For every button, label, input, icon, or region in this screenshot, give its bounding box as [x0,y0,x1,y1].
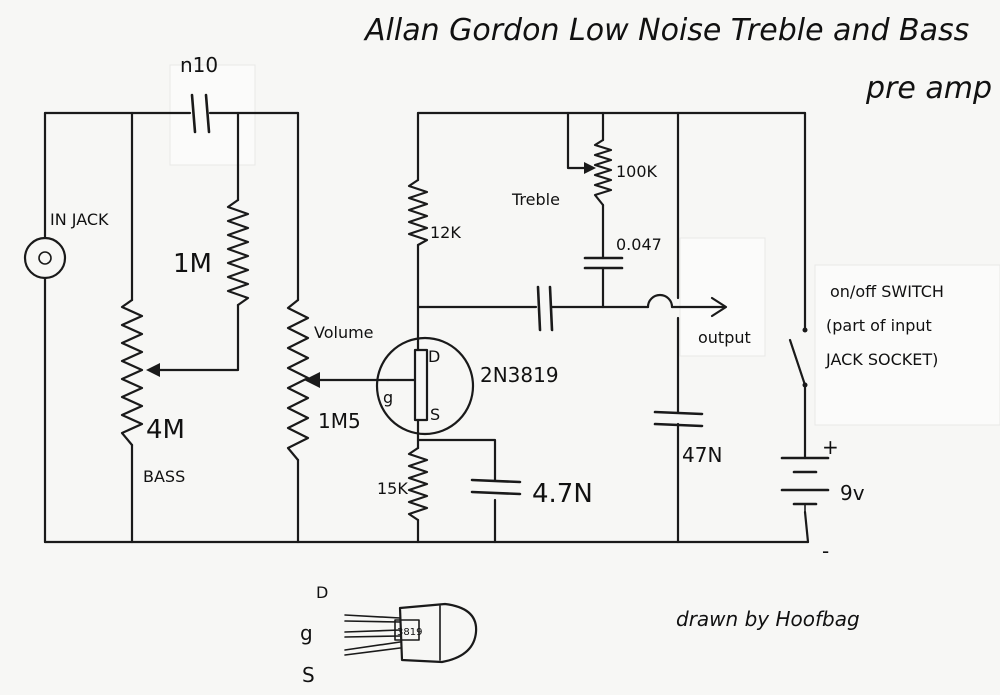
battery-minus-label: - [822,539,829,563]
capacitor-47n-source [470,478,522,496]
pinout-g-label: g [300,621,313,645]
input-jack-symbol [23,236,67,280]
res-15k-label: 15K [377,479,408,498]
treble-wiper-arrow [584,162,596,174]
jfet-2n3819-symbol [375,336,475,436]
pot-1m5-label: 1M5 [318,409,361,433]
resistor-15k [407,446,429,522]
battery-9v-label: 9v [840,481,865,505]
output-label: output [698,328,751,347]
switch-label-line-2: (part of input [826,316,932,335]
battery-plus-label: + [822,435,839,459]
pot-4m-bass [120,298,144,447]
pot-100k-label: 100K [616,162,658,181]
tape-patch [814,264,1000,426]
transistor-label: 2N3819 [480,363,559,387]
pinout-body-label: 3819 [397,627,422,638]
in-jack-label: IN JACK [50,210,109,229]
res-12k-label: 12K [430,223,461,242]
tape-patch [679,237,766,357]
battery-9v-symbol [780,456,830,513]
switch-label-line-1: on/off SWITCH [830,282,944,301]
volume-label: Volume [314,323,374,342]
volume-wiper-arrow [304,372,320,388]
res-1m-label: 1M [173,249,212,279]
power-switch-symbol [788,327,808,388]
capacitor-coupling [536,285,554,332]
credit-label: drawn by Hoofbag [676,607,860,631]
pinout-d-label: D [316,583,328,602]
pin-s-label: S [430,405,440,424]
title-line-2: pre amp [865,71,992,106]
capacitor-47n-output [653,410,704,428]
pot-100k-treble [593,138,613,207]
cap-n10-label: n10 [180,53,218,77]
pot-4m-label: 4M [146,415,185,445]
cap-47n-source-label: 4.7N [532,479,593,509]
switch-label-line-3: JACK SOCKET) [825,350,938,369]
output-arrow-icon [710,296,728,318]
cap-47n-output-label: 47N [682,443,722,467]
pin-d-label: D [428,347,440,366]
cap-0047-label: 0.047 [616,235,662,254]
capacitor-0047 [583,256,624,270]
pin-g-label: g [383,388,393,407]
bass-label: BASS [143,467,185,486]
capacitor-n10 [190,93,211,134]
treble-label: Treble [511,190,560,209]
tape-patch [169,64,256,166]
resistor-12k [407,178,429,247]
resistor-1m [226,198,250,307]
output-crossover [646,293,674,309]
transistor-pinout-sketch [344,602,478,664]
pinout-s-label: S [302,663,315,687]
title-line-1: Allan Gordon Low Noise Treble and Bass [363,13,969,48]
bass-wiper-arrow [146,363,160,377]
